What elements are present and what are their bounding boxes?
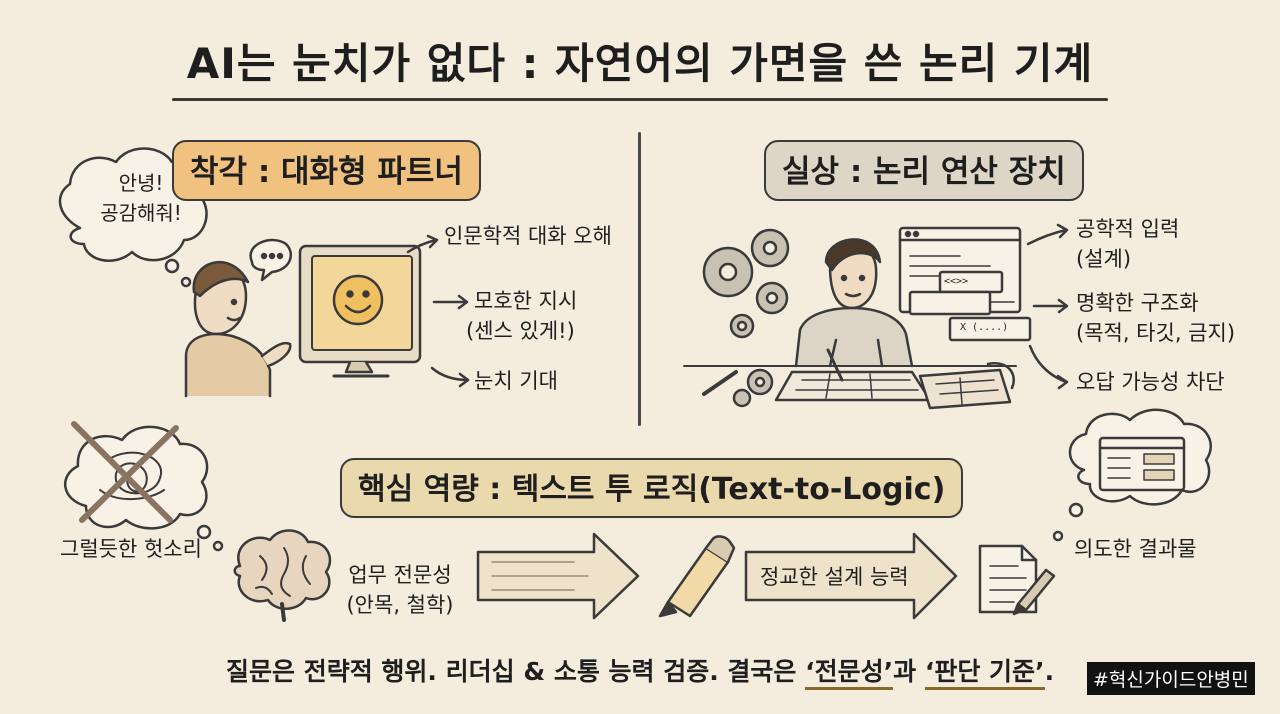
nonsense-label: 그럴듯한 헛소리 bbox=[60, 537, 202, 561]
expertise-line-2: (안목, 철학) bbox=[346, 593, 454, 617]
misconception-header: 착각 : 대화형 파트너 bbox=[172, 140, 481, 201]
footer-part-2: 과 bbox=[893, 657, 925, 686]
footer-part-1: 질문은 전략적 행위. 리더십 & 소통 능력 검증. 결국은 bbox=[226, 657, 806, 686]
expertise-label: 업무 전문성 (안목, 철학) bbox=[342, 560, 458, 620]
code-snippet-2: X (....) bbox=[960, 322, 1009, 333]
reality-header: 실상 : 논리 연산 장치 bbox=[764, 140, 1084, 201]
result-bubble-icon bbox=[1052, 408, 1212, 542]
footer-emphasis-judgment: ‘판단 기준’ bbox=[924, 657, 1045, 690]
wrench-icon bbox=[702, 370, 738, 396]
footer-part-3: . bbox=[1044, 657, 1055, 686]
engineer-at-desk-icon bbox=[683, 238, 1017, 410]
center-divider bbox=[638, 132, 641, 426]
left-arrows bbox=[406, 234, 470, 388]
flow-arrow-2 bbox=[744, 532, 958, 620]
flow-arrow-1 bbox=[476, 532, 640, 620]
hashtag-badge: #혁신가이드안병민 bbox=[1087, 662, 1255, 695]
brain-icon bbox=[233, 529, 332, 622]
title-underline bbox=[172, 98, 1108, 101]
intended-result-label: 의도한 결과물 bbox=[1074, 537, 1197, 561]
pencil-icon bbox=[658, 535, 736, 618]
gears-icon bbox=[702, 228, 790, 408]
document-pen-icon bbox=[978, 544, 1056, 616]
right-item-clear-structure: 명확한 구조화 bbox=[1076, 291, 1199, 315]
footer-emphasis-expertise: ‘전문성’ bbox=[805, 657, 894, 690]
right-item-engineering-input-note: (설계) bbox=[1076, 247, 1132, 271]
bubble-line-1: 안녕! bbox=[118, 171, 164, 195]
right-item-clear-structure-note: (목적, 타깃, 금지) bbox=[1076, 321, 1236, 345]
nonsense-bubble-crossed-icon bbox=[63, 421, 224, 552]
design-skill-label: 정교한 설계 능력 bbox=[760, 565, 909, 589]
expertise-line-1: 업무 전문성 bbox=[348, 563, 452, 587]
code-window-icon bbox=[898, 226, 1032, 342]
left-item-humanities-dialogue: 인문학적 대화 오해 bbox=[444, 224, 612, 248]
right-item-engineering-input: 공학적 입력 bbox=[1076, 217, 1180, 241]
code-snippet-1: <<>> bbox=[944, 276, 969, 287]
thought-bubble-text: 안녕! 공감해줘! bbox=[86, 168, 196, 228]
right-arrows bbox=[1026, 223, 1069, 390]
left-item-expect-tact: 눈치 기대 bbox=[474, 369, 558, 393]
bubble-line-2: 공감해줘! bbox=[100, 201, 182, 225]
monitor-smiley-icon bbox=[298, 244, 422, 378]
right-item-block-wrong-answers: 오답 가능성 차단 bbox=[1076, 370, 1225, 394]
footer-summary: 질문은 전략적 행위. 리더십 & 소통 능력 검증. 결국은 ‘전문성’과 ‘… bbox=[226, 652, 1055, 690]
left-item-vague-instruction-note: (센스 있게!) bbox=[466, 319, 575, 343]
person-talking-icon bbox=[184, 238, 292, 398]
core-competency-header: 핵심 역량 : 텍스트 투 로직(Text-to-Logic) bbox=[340, 458, 964, 518]
left-item-vague-instruction: 모호한 지시 bbox=[474, 289, 578, 313]
page-title: AI는 눈치가 없다 : 자연어의 가면을 쓴 논리 기계 bbox=[186, 39, 1094, 88]
